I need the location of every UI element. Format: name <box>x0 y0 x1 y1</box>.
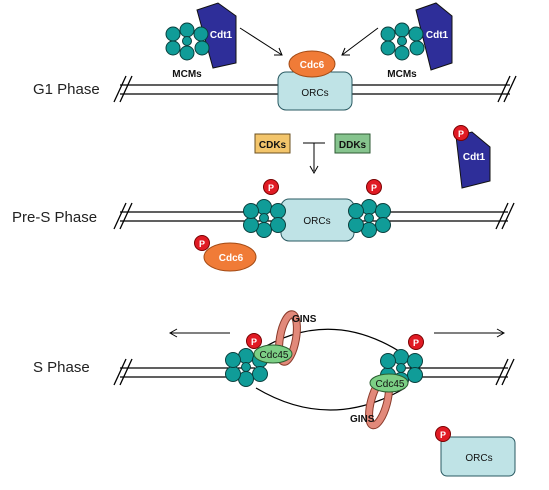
released-cdt1-phospho: P <box>453 125 469 141</box>
released-orcs: ORCs <box>440 436 516 477</box>
released-cdc6-label: Cdc6 <box>219 253 244 264</box>
pre-s-phospho-left-label: P <box>268 183 274 193</box>
g1-phase-label: G1 Phase <box>33 81 100 98</box>
released-orcs-label: ORCs <box>465 453 492 464</box>
fork-direction-arrows <box>168 328 506 338</box>
cdc45-left: Cdc45 <box>253 344 293 364</box>
cdc45-left-label: Cdc45 <box>260 350 289 361</box>
g1-orc-complex: ORCs <box>277 71 353 111</box>
g1-orcs-label: ORCs <box>301 88 328 99</box>
released-cdc6-phospho-label: P <box>199 239 205 249</box>
released-cdt1-label: Cdt1 <box>463 152 486 163</box>
pre-s-phospho-left: P <box>263 179 279 195</box>
pre-s-orcs-label: ORCs <box>303 216 330 227</box>
cdks-label: CDKs <box>259 140 287 151</box>
gins-left-label: GINS <box>292 314 317 325</box>
ddks-box: DDKs <box>334 133 371 154</box>
released-orcs-phospho-label: P <box>440 430 446 440</box>
pre-s-mcm-ring-right <box>348 199 391 238</box>
ddks-label: DDKs <box>339 140 367 151</box>
gins-right-label: GINS <box>350 414 375 425</box>
g1-cdt1-right: Cdt1 <box>415 2 453 71</box>
g1-mcms-left-label: MCMs <box>172 69 202 80</box>
released-cdc6: Cdc6 <box>203 242 257 272</box>
s-phospho-left-label: P <box>251 337 257 347</box>
kinase-arrow <box>303 142 325 175</box>
cdc45-right-label: Cdc45 <box>376 379 405 390</box>
cdc45-right: Cdc45 <box>369 373 409 393</box>
s-phospho-right: P <box>408 334 424 350</box>
cdks-box: CDKs <box>254 133 291 154</box>
pre-s-phase-label: Pre-S Phase <box>12 209 97 226</box>
g1-mcms-right-label: MCMs <box>387 69 417 80</box>
g1-loading-arrows <box>239 27 379 56</box>
s-phospho-left: P <box>246 333 262 349</box>
g1-mcm-ring-right <box>380 22 425 61</box>
s-dna <box>113 358 515 386</box>
s-phase-label: S Phase <box>33 359 90 376</box>
g1-mcm-ring-left <box>165 22 210 61</box>
g1-cdt1-left: Cdt1 <box>196 2 237 69</box>
released-cdt1-phospho-label: P <box>458 129 464 139</box>
pre-s-mcm-ring-left <box>243 199 286 238</box>
pre-s-phospho-right-label: P <box>371 183 377 193</box>
g1-cdc6: Cdc6 <box>288 50 336 78</box>
g1-cdc6-label: Cdc6 <box>300 60 325 71</box>
g1-cdt1-right-label: Cdt1 <box>426 30 449 41</box>
released-cdt1: Cdt1 <box>455 131 491 189</box>
g1-cdt1-left-label: Cdt1 <box>210 30 233 41</box>
pre-s-orc-complex: ORCs <box>280 198 355 242</box>
released-orcs-phospho: P <box>435 426 451 442</box>
released-cdc6-phospho: P <box>194 235 210 251</box>
s-mcm-ring-left <box>225 348 268 387</box>
s-phospho-right-label: P <box>413 338 419 348</box>
pre-s-phospho-right: P <box>366 179 382 195</box>
